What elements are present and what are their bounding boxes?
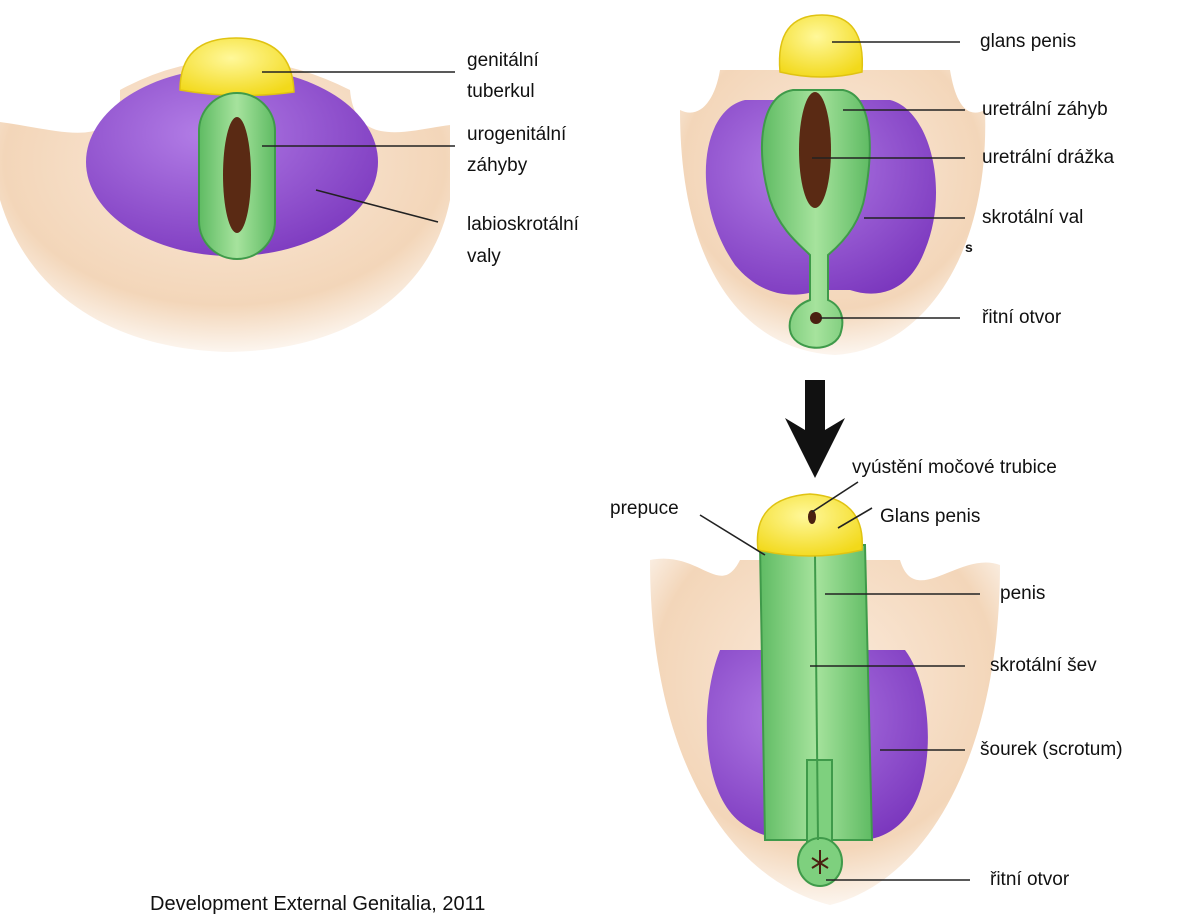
- label-penis: penis: [1000, 583, 1045, 604]
- label-anus: řitní otvor: [982, 307, 1062, 328]
- perineal-stalk: [807, 760, 832, 850]
- urethral-groove: [799, 92, 831, 208]
- label-prepuce: prepuce: [610, 498, 679, 519]
- panel-final: vyústění močové trubice prepuce Glans pe…: [610, 457, 1123, 905]
- label-urethral-groove: uretrální drážka: [982, 147, 1114, 168]
- arrow-down-icon: [785, 380, 845, 478]
- label-labioscrotal-line2: valy: [467, 246, 501, 267]
- label-urogenital-folds-line2: záhyby: [467, 155, 528, 176]
- urethral-groove: [223, 117, 251, 233]
- label-genital-tubercle-line2: tuberkul: [467, 81, 535, 102]
- label-urethral-fold: uretrální záhyb: [982, 99, 1108, 120]
- panel-early: genitální tuberkul urogenitální záhyby l…: [0, 38, 580, 352]
- genital-tubercle: [180, 38, 294, 96]
- label-scrotal-raphe: skrotální šev: [990, 655, 1097, 676]
- source-caption: Development External Genitalia, 2011: [150, 893, 485, 915]
- glans-penis: [780, 15, 863, 77]
- label-scrotal-swelling: skrotální val: [982, 207, 1083, 228]
- label-labioscrotal-line1: labioskrotální: [467, 214, 580, 235]
- label-urogenital-folds-line1: urogenitální: [467, 124, 567, 145]
- label-glans-penis-final: Glans penis: [880, 506, 980, 527]
- urethral-meatus: [808, 510, 816, 524]
- label-anus-final: řitní otvor: [990, 869, 1070, 890]
- label-genital-tubercle-line1: genitální: [467, 50, 540, 71]
- glans-penis: [757, 494, 862, 556]
- label-urethral-opening: vyústění močové trubice: [852, 457, 1057, 478]
- label-glans-penis: glans penis: [980, 31, 1076, 52]
- panel-middle: s glans penis uretrální záhyb uretrální …: [680, 15, 1114, 355]
- leader-line: [700, 515, 765, 555]
- label-scrotum: šourek (scrotum): [980, 739, 1123, 760]
- stray-mark: s: [965, 239, 973, 255]
